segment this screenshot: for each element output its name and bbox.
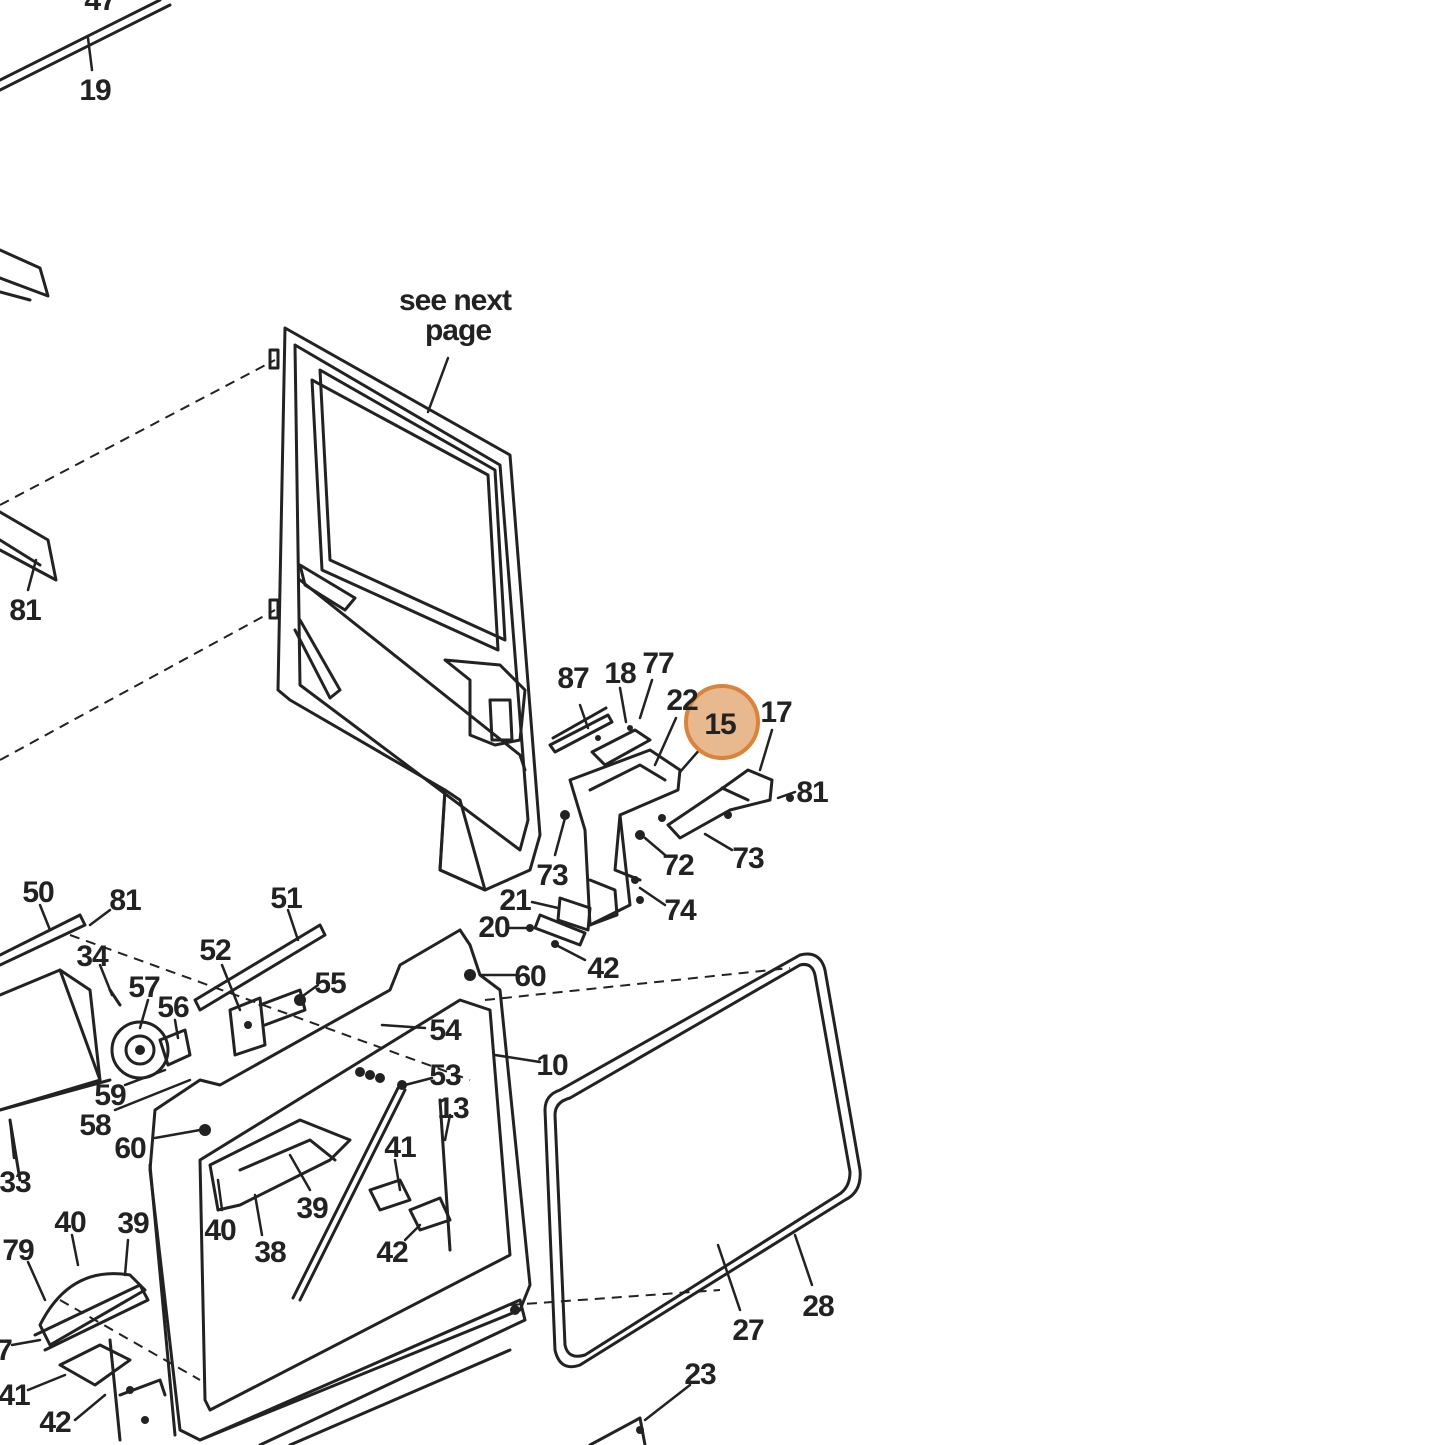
- callout-18[interactable]: 18: [604, 657, 637, 690]
- see-next-page-note-line1: see next: [399, 284, 512, 317]
- callout-81[interactable]: 81: [109, 884, 142, 917]
- channel-upper-left: [0, 248, 50, 302]
- callout-7[interactable]: 7: [0, 1334, 13, 1367]
- callout-33[interactable]: 33: [0, 1166, 32, 1199]
- callout-13[interactable]: 13: [437, 1092, 470, 1125]
- callout-19[interactable]: 19: [79, 74, 112, 107]
- callout-39[interactable]: 39: [296, 1192, 329, 1225]
- callout-58[interactable]: 58: [79, 1109, 112, 1142]
- callout-81[interactable]: 81: [9, 594, 42, 627]
- callout-52[interactable]: 52: [199, 934, 232, 967]
- callout-42[interactable]: 42: [376, 1236, 409, 1269]
- callout-23[interactable]: 23: [684, 1358, 717, 1391]
- rail-part-19: [0, 0, 172, 92]
- callout-87[interactable]: 87: [557, 662, 590, 695]
- callout-20[interactable]: 20: [478, 911, 511, 944]
- callout-59[interactable]: 59: [94, 1079, 127, 1112]
- callout-57[interactable]: 57: [128, 971, 161, 1004]
- callout-34[interactable]: 34: [76, 940, 110, 973]
- callout-72[interactable]: 72: [662, 849, 695, 882]
- callout-73[interactable]: 73: [536, 859, 569, 892]
- callout-39[interactable]: 39: [117, 1207, 150, 1240]
- door-assembly: [268, 326, 542, 892]
- main-panel-10: [148, 928, 542, 1442]
- callout-60[interactable]: 60: [514, 960, 547, 993]
- callout-labels: 47 19 81 87 18 77 22 15 17 81 73 72 73 7…: [0, 0, 835, 1439]
- callout-41[interactable]: 41: [384, 1131, 417, 1164]
- callout-22[interactable]: 22: [666, 684, 699, 717]
- callout-56[interactable]: 56: [157, 991, 190, 1024]
- callout-50[interactable]: 50: [22, 876, 55, 909]
- callout-10[interactable]: 10: [536, 1049, 569, 1082]
- callout-53[interactable]: 53: [429, 1059, 462, 1092]
- callout-38[interactable]: 38: [254, 1236, 287, 1269]
- callout-42[interactable]: 42: [587, 952, 620, 985]
- callout-55[interactable]: 55: [314, 967, 347, 1000]
- window-glass-seal: [543, 952, 862, 1369]
- highlight-circle: [684, 684, 760, 760]
- callout-77[interactable]: 77: [642, 647, 675, 680]
- callout-42[interactable]: 42: [39, 1406, 72, 1439]
- motor-assembly: [193, 908, 427, 1057]
- callout-17[interactable]: 17: [760, 696, 793, 729]
- callout-41[interactable]: 41: [0, 1379, 31, 1412]
- callout-28[interactable]: 28: [802, 1290, 835, 1323]
- callout-40[interactable]: 40: [204, 1214, 237, 1247]
- bottom-frame-rail: [198, 1298, 692, 1445]
- see-next-page-note-line2: page: [425, 314, 491, 347]
- lower-left-hinge-parts: [10, 1233, 167, 1442]
- channel-lower-left: [0, 510, 58, 592]
- latch-bracket-assembly: [508, 678, 797, 962]
- callout-60[interactable]: 60: [114, 1132, 147, 1165]
- callout-47[interactable]: 47: [84, 0, 117, 17]
- left-linkage-assembly: [0, 903, 192, 1182]
- callout-27[interactable]: 27: [732, 1314, 765, 1347]
- callout-21[interactable]: 21: [499, 884, 532, 917]
- callout-40[interactable]: 40: [54, 1206, 87, 1239]
- callout-73[interactable]: 73: [732, 842, 765, 875]
- callout-51[interactable]: 51: [270, 882, 303, 915]
- callout-81[interactable]: 81: [796, 776, 829, 809]
- callout-74[interactable]: 74: [664, 894, 698, 927]
- callout-15[interactable]: 15: [704, 708, 737, 741]
- callout-54[interactable]: 54: [429, 1014, 463, 1047]
- callout-79[interactable]: 79: [2, 1234, 35, 1267]
